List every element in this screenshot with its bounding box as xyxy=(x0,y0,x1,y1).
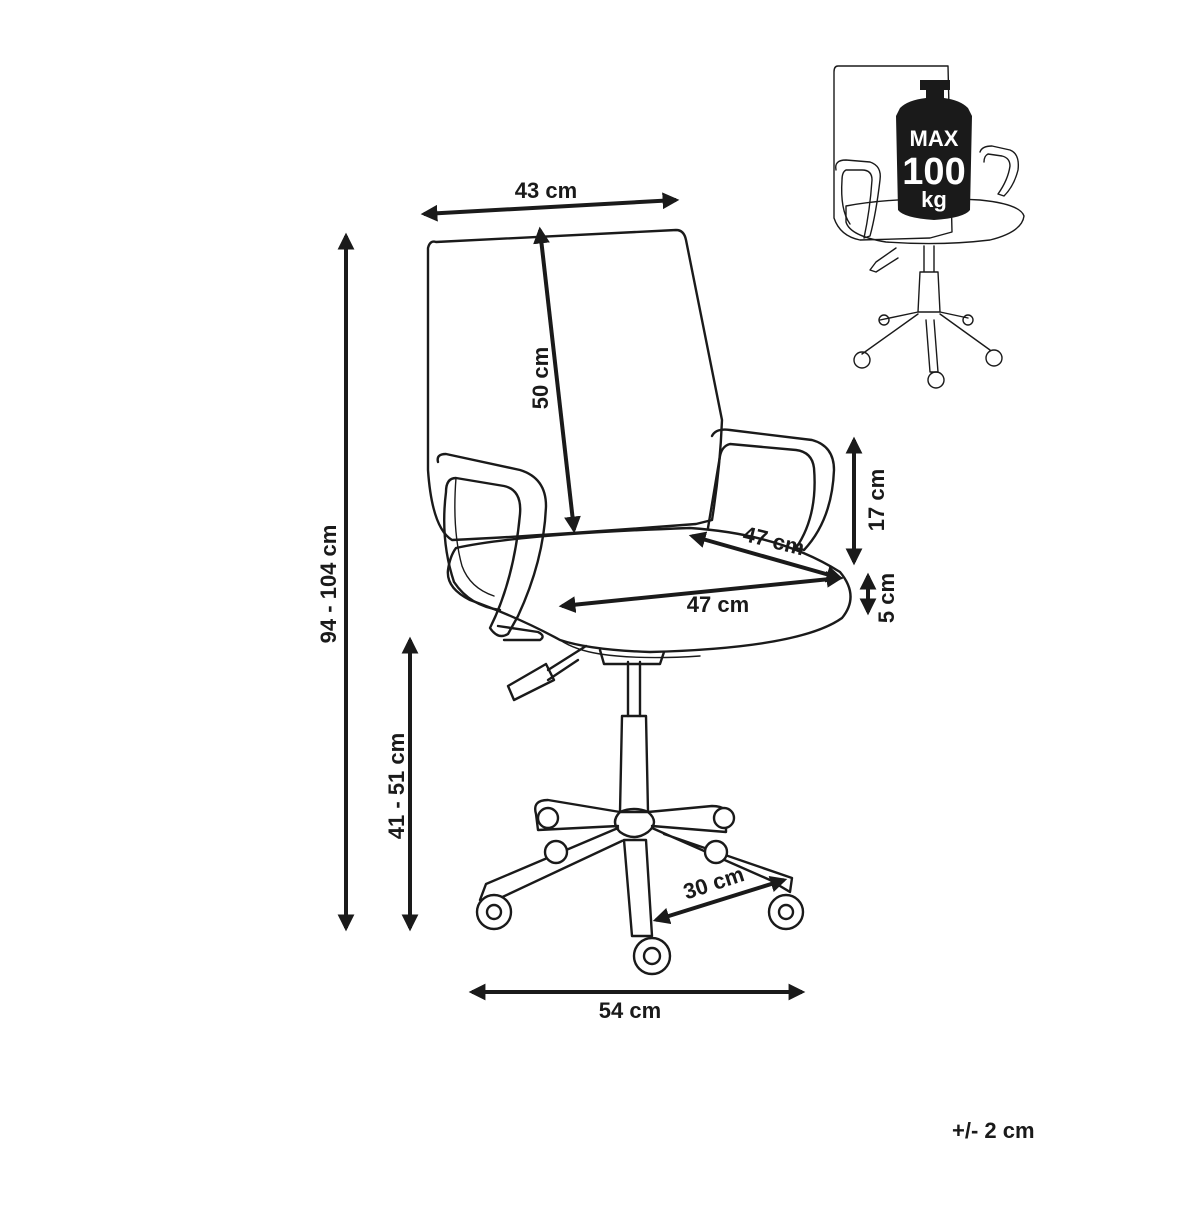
caster-wheel xyxy=(703,839,729,865)
width-back-arrow xyxy=(420,192,680,222)
seat-height-label: 41 - 51 cm xyxy=(384,733,409,839)
max-load-unit: kg xyxy=(921,187,947,212)
caster-wheel xyxy=(712,806,736,830)
base-radius-label: 30 cm xyxy=(680,861,747,904)
left-armrest xyxy=(436,452,548,638)
caster-wheel xyxy=(543,839,569,865)
tolerance-note: +/- 2 cm xyxy=(952,1118,1035,1143)
caster-hub xyxy=(485,903,503,921)
seat-outline xyxy=(446,526,852,654)
base-width-label: 54 cm xyxy=(599,998,661,1023)
seat-width-label: 47 cm xyxy=(687,592,749,617)
left-armrest-inner xyxy=(454,477,495,597)
chair-main-drawing xyxy=(426,228,852,976)
base-radius-arrow xyxy=(652,875,788,925)
caster-hub xyxy=(642,946,662,966)
height-back-label: 50 cm xyxy=(528,347,553,409)
max-load-illustration: MAX 100 kg xyxy=(833,65,1025,389)
seat-front-edge xyxy=(559,639,701,659)
armrest-height-label: 17 cm xyxy=(864,469,889,531)
max-load-label: MAX xyxy=(910,126,959,151)
seat-width-arrow xyxy=(558,570,844,614)
width-back-label: 43 cm xyxy=(515,178,577,203)
dimension-lines xyxy=(337,192,877,1001)
lever-handle xyxy=(506,662,556,702)
seat-thickness-label: 5 cm xyxy=(874,573,899,623)
gas-cylinder-top xyxy=(626,660,642,718)
max-load-value: 100 xyxy=(902,151,965,193)
caster-wheel xyxy=(536,806,560,830)
right-armrest xyxy=(706,428,836,552)
backrest-outline xyxy=(426,228,724,542)
armrest-bracket xyxy=(496,624,544,642)
height-back-arrow xyxy=(533,226,581,534)
weight-icon xyxy=(896,80,972,220)
total-height-label: 94 - 104 cm xyxy=(316,525,341,644)
mechanism xyxy=(598,648,666,666)
gas-cylinder-sleeve xyxy=(618,714,650,814)
height-lever xyxy=(546,644,588,682)
star-base xyxy=(478,798,794,938)
caster-hub xyxy=(777,903,795,921)
